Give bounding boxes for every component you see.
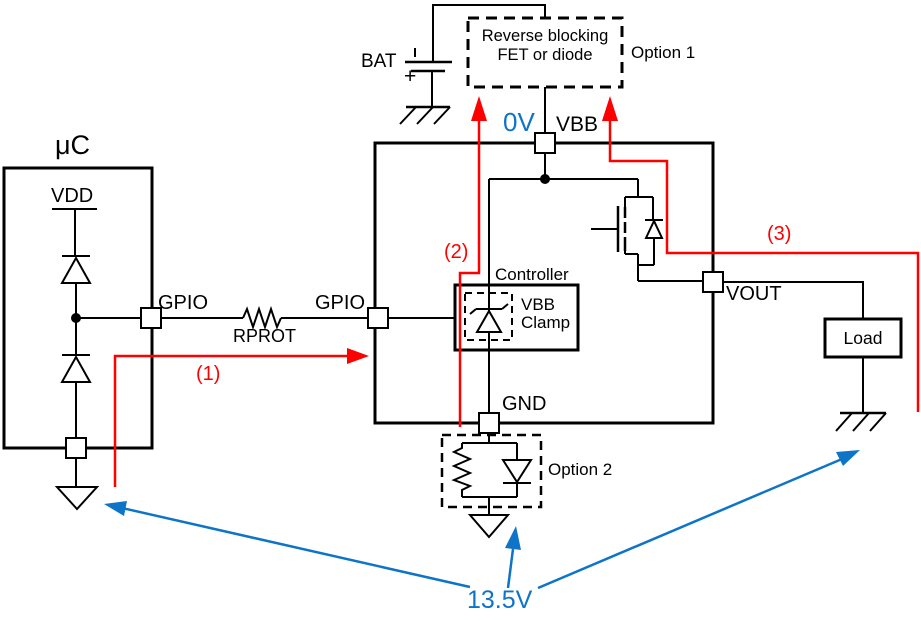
- option1-text-line1: Reverse blocking: [481, 27, 609, 45]
- vout-pad: [702, 271, 724, 293]
- ic-block: [367, 132, 724, 434]
- uc-title: μC: [55, 130, 91, 160]
- voltage-annotation-arrow-middle: [505, 526, 521, 589]
- vbb-pin-label: VBB: [556, 113, 599, 136]
- esd-diode-top-icon: [60, 255, 92, 284]
- ic-gpio-label: GPIO: [315, 292, 366, 314]
- option2-label: Option 2: [548, 460, 613, 479]
- controller-label: Controller: [495, 265, 569, 284]
- bat-plus-sign: +: [404, 65, 417, 88]
- option1-text-line2: FET or diode: [497, 46, 593, 64]
- path1-label: (1): [196, 363, 221, 385]
- vout-to-load-wire: [723, 281, 864, 319]
- vdd-label: VDD: [51, 185, 94, 207]
- earth-ground-bat-icon: [399, 105, 451, 125]
- rprot-resistor-icon: [242, 305, 282, 331]
- earth-ground-load-icon: [835, 411, 887, 432]
- vbb-pad: [534, 132, 556, 154]
- uc-block: [2, 166, 162, 511]
- bat-label: BAT: [361, 51, 397, 72]
- path2-label: (2): [444, 241, 469, 263]
- vbb-clamp-line2: Clamp: [521, 313, 571, 332]
- vbb-clamp-line1: VBB: [521, 295, 556, 314]
- current-path-1-arrow: [113, 348, 369, 487]
- voltage-annotation-arrow-left: [104, 501, 471, 589]
- option1-box: [466, 16, 624, 89]
- uc-gpio-label: GPIO: [158, 292, 209, 314]
- ground-voltage-label: 13.5V: [467, 586, 533, 614]
- vbb-clamp-label: VBB Clamp: [521, 296, 570, 332]
- option1-label: Option 1: [631, 43, 696, 62]
- battery-icon: [405, 48, 452, 73]
- option2-resistor-icon: [451, 443, 473, 497]
- current-path-3-arrow: [602, 96, 920, 412]
- junction-dot: [71, 313, 81, 323]
- signal-ground-icon: [467, 514, 511, 539]
- junction-dot: [540, 174, 550, 184]
- voltage-annotation-arrow-right: [537, 450, 860, 590]
- rprot-label: RPROT: [233, 326, 296, 346]
- mosfet-icon: [591, 179, 703, 282]
- load-label: Load: [843, 327, 883, 348]
- gpio-link: [161, 305, 368, 331]
- body-diode-icon: [644, 197, 664, 265]
- gnd-pin-label: GND: [502, 393, 547, 415]
- ic-gpio-pad: [367, 307, 389, 329]
- esd-diode-bottom-icon: [60, 354, 92, 383]
- load-branch: [723, 281, 903, 432]
- path3-label: (3): [767, 223, 792, 245]
- option1-text: Reverse blocking FET or diode: [468, 27, 622, 65]
- battery-branch: [399, 4, 546, 125]
- zener-diode-icon: [469, 303, 509, 333]
- signal-ground-icon: [54, 486, 100, 511]
- uc-gnd-pad: [65, 437, 87, 459]
- bat-top-wire: [432, 4, 546, 62]
- option2-branch: [440, 433, 543, 539]
- option2-box: [440, 433, 543, 509]
- option2-diode-icon: [501, 443, 533, 497]
- current-path-2-arrow: [458, 96, 487, 427]
- vbb-voltage-label: 0V: [503, 107, 535, 137]
- gnd-pad: [478, 412, 500, 434]
- vout-pin-label: VOUT: [726, 283, 782, 305]
